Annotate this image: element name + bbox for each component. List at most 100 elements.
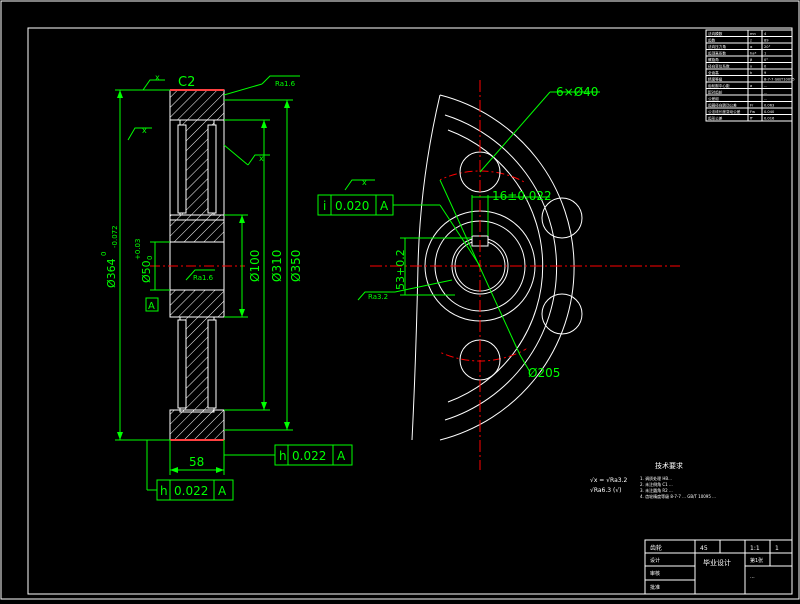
- params-cell: 0.016: [764, 117, 775, 121]
- roughness-top-label: Ra1.6: [275, 80, 296, 88]
- gear-tip-arc: [439, 94, 575, 441]
- scale: 1:1: [750, 545, 760, 552]
- sheet-label: 第1张: [750, 557, 763, 564]
- gear-root-arc: [444, 114, 558, 421]
- rim-top-hatch: [169, 89, 225, 121]
- drawing-border: [27, 27, 793, 595]
- datum-label: A: [148, 301, 155, 312]
- roughness-x-1: x: [155, 73, 160, 82]
- roughness-x-4: x: [362, 178, 367, 187]
- params-cell: z: [750, 39, 752, 43]
- hole-2: [541, 197, 583, 239]
- params-cell: 径向变位系数: [708, 64, 730, 69]
- pocket-lower-r: [207, 319, 217, 409]
- params-cell: 4: [764, 32, 767, 36]
- params-cell: 齿圈径向跳动公差: [708, 103, 737, 108]
- hub-top-hatch: [169, 214, 225, 243]
- dim-web-inner: Ø310: [270, 250, 284, 282]
- roughness-keyway-label: Ra3.2: [368, 293, 388, 301]
- params-cell: 1: [764, 52, 766, 56]
- svg-text:A: A: [218, 484, 227, 498]
- params-cell: ...: [764, 91, 767, 95]
- params-cell: h: [750, 71, 752, 75]
- bore: [169, 241, 225, 291]
- material: 45: [700, 545, 708, 552]
- roughness-symbol-4: [344, 179, 375, 191]
- params-cell: 89: [764, 39, 769, 43]
- dim-tip-tol-upper: 0: [100, 252, 108, 256]
- roughness-bore-label: Ra1.6: [193, 274, 214, 282]
- params-cell: x: [750, 65, 753, 69]
- hole-pattern-label: 6×Ø40: [556, 85, 598, 99]
- tech-line-3: 3. 未注圆角 R2 ...: [640, 487, 673, 493]
- dim-tip-diameter: Ø364: [105, 258, 118, 288]
- tech-requirements: 技术要求 √x = √Ra3.2 √Ra6.3 (√) 1. 调质处理 HB..…: [590, 461, 716, 499]
- svg-text:A: A: [380, 199, 389, 213]
- params-cell: mn: [750, 32, 756, 36]
- approve-label: 批准: [650, 584, 660, 591]
- params-cell: ...: [764, 97, 767, 101]
- tech-line-1: 1. 调质处理 HB...: [640, 475, 672, 481]
- params-cell: 精度等级: [708, 77, 723, 82]
- hole-3: [541, 293, 583, 335]
- face-runout-frame: h 0.022 A: [274, 444, 353, 466]
- front-view: 6×Ø40 16±0.022 53+0.2 Ø205 Ra3.2 x i 0.0…: [317, 80, 680, 470]
- pocket-upper: [177, 124, 187, 214]
- params-cell: ...: [764, 84, 767, 88]
- design-label: 设计: [650, 557, 660, 564]
- params-cell: 0.063: [764, 104, 774, 108]
- chamfer-label: C2: [178, 75, 195, 90]
- params-cell: 齿顶高系数: [708, 51, 726, 56]
- roughness-x-3: x: [259, 154, 264, 163]
- pocket-upper-r: [207, 124, 217, 214]
- hub-bottom-hatch: [169, 289, 225, 318]
- params-cell: 0: [764, 65, 767, 69]
- svg-text:h: h: [279, 449, 287, 463]
- params-cell: 0°: [764, 58, 768, 62]
- svg-text:0.020: 0.020: [335, 199, 369, 213]
- tech-eq2: √Ra6.3 (√): [590, 487, 622, 494]
- params-cell: β: [750, 58, 753, 62]
- school-label: 毕业设计: [703, 558, 731, 567]
- dim-bore-tol-upper: +0.03: [134, 239, 142, 260]
- section-view: C2 Ra1.6 x x x Ra1.6 Ø364 -0.072 0 Ø50 +…: [100, 73, 353, 501]
- dim-bore: Ø50: [140, 260, 153, 283]
- tech-title: 技术要求: [655, 461, 683, 470]
- dim-web-outer: Ø350: [289, 250, 303, 282]
- svg-text:h: h: [160, 484, 168, 498]
- params-cell: 法向压力角: [708, 44, 726, 49]
- params-cell: 配对齿轮: [708, 90, 723, 95]
- params-cell: 公差组: [708, 96, 719, 101]
- params-cell: 齿形公差: [708, 116, 723, 121]
- break-line: [411, 94, 441, 441]
- datum-box: [145, 297, 159, 312]
- params-cell: 8-7-7 GB/T10095: [764, 78, 795, 82]
- keyway-width-label: 16±0.022: [492, 189, 552, 203]
- qty: 1: [775, 545, 779, 552]
- params-cell: a: [750, 84, 752, 88]
- tech-line-2: 2. 未注倒角 C1 ...: [640, 481, 673, 487]
- params-cell: 螺旋角: [708, 57, 719, 62]
- roughness-x-2: x: [142, 126, 147, 135]
- pitch-circle-label: Ø205: [528, 366, 560, 380]
- params-cell: 0.040: [764, 110, 775, 114]
- params-cell: 20°: [764, 45, 771, 49]
- params-cell: 齿轮副中心距: [708, 83, 730, 88]
- params-cell: ha*: [750, 52, 756, 56]
- params-cell: 公法线长度变动公差: [708, 109, 741, 114]
- part-name: 齿轮: [650, 544, 662, 552]
- runout-mid-frame: i 0.020 A: [317, 194, 394, 216]
- title-block-text: 齿轮 45 1:1 1 设计 审核 批准 毕业设计 第1张 ...: [650, 544, 779, 591]
- params-cell: Fw: [750, 110, 755, 114]
- keyway-depth-label: 53+0.2: [394, 249, 407, 290]
- dim-width: 58: [189, 455, 204, 469]
- params-cell: 全齿高: [708, 70, 719, 75]
- svg-text:A: A: [337, 449, 346, 463]
- svg-text:i: i: [323, 199, 326, 213]
- params-cell: ff: [750, 117, 753, 121]
- svg-text:0.022: 0.022: [174, 484, 208, 498]
- pocket-lower: [177, 319, 187, 409]
